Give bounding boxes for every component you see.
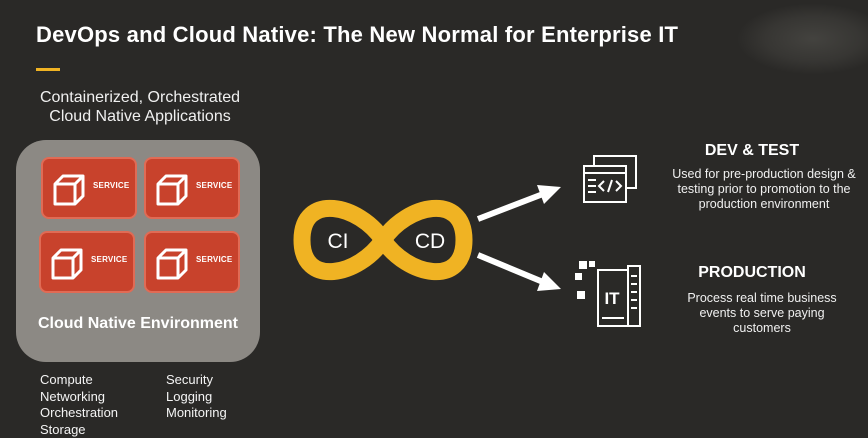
arrow-to-dev-test: [478, 185, 561, 219]
it-icon-text: IT: [604, 289, 620, 308]
cd-label: CD: [415, 230, 445, 253]
production-description: Process real time business events to ser…: [672, 291, 852, 336]
dev-test-description: Used for pre-production design & testing…: [660, 167, 868, 212]
arrow-to-production: [478, 255, 561, 291]
dev-test-heading: DEV & TEST: [697, 142, 807, 160]
code-window-icon: [584, 156, 636, 202]
ci-label: CI: [328, 230, 349, 253]
production-heading: PRODUCTION: [690, 264, 814, 282]
